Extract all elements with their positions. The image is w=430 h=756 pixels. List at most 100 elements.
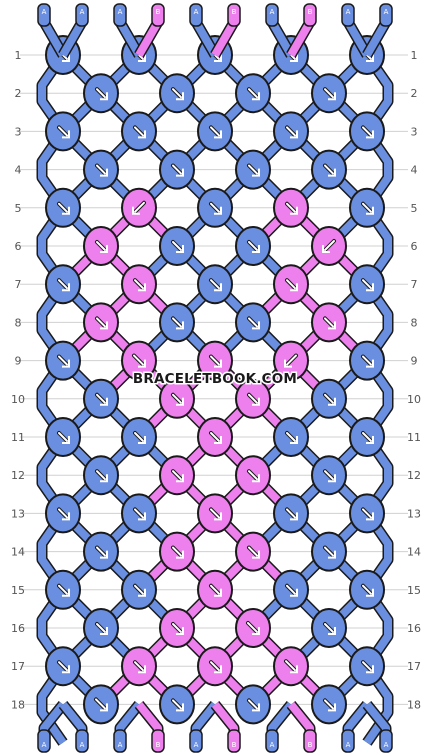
- knot: [159, 608, 195, 648]
- knot-arrow: [362, 355, 372, 366]
- knot: [349, 111, 385, 152]
- knot: [311, 73, 347, 114]
- knot-arrow-head: [366, 588, 374, 597]
- row-number-right: 4: [411, 164, 418, 177]
- knot-arrow-head: [366, 512, 374, 521]
- row-number-left: 11: [11, 431, 25, 444]
- top-string-end: [341, 3, 355, 27]
- knot-arrow: [210, 432, 220, 442]
- row-number-right: 13: [407, 507, 421, 520]
- knot-arrow-head: [62, 283, 70, 292]
- knot: [83, 73, 119, 114]
- knot-arrow-head: [62, 359, 70, 368]
- row-number-left: 15: [11, 584, 25, 597]
- knot-arrow: [286, 584, 296, 595]
- row-number-right: 2: [411, 87, 418, 100]
- top-string-label: A: [118, 8, 123, 16]
- bottom-string-end: [341, 729, 355, 753]
- knot-arrow-head: [328, 627, 336, 635]
- row-number-right: 9: [411, 355, 418, 368]
- knot-arrow: [324, 88, 334, 99]
- knot-arrow-head: [214, 206, 222, 215]
- knot-arrow-head: [290, 588, 298, 597]
- edge-left: [38, 52, 67, 745]
- knot-arrow-head: [252, 245, 260, 253]
- knot-arrow-head: [176, 474, 184, 483]
- knot-arrow-head: [214, 359, 222, 368]
- knot-arrow-head: [252, 321, 260, 330]
- knot-arrow: [362, 661, 372, 672]
- knot-arrow-head: [328, 168, 336, 177]
- knot-arrow-head: [62, 665, 70, 674]
- knot-arrow: [96, 623, 106, 633]
- knot: [45, 569, 81, 610]
- knot: [311, 302, 347, 343]
- knot: [197, 569, 233, 610]
- knot: [45, 493, 81, 534]
- knot: [235, 608, 271, 648]
- knot-arrow-head: [176, 92, 184, 101]
- knot-arrow-head: [322, 245, 330, 253]
- knot: [159, 226, 195, 266]
- knot-arrow: [96, 164, 106, 175]
- knot-arrow: [134, 432, 144, 442]
- row-number-right: 16: [407, 622, 421, 635]
- knot-arrow: [210, 661, 220, 672]
- knot-arrow-head: [284, 359, 292, 368]
- knot-arrow: [96, 393, 106, 404]
- knot-arrow-head: [214, 512, 222, 521]
- knot: [349, 646, 385, 687]
- knot-arrow: [96, 470, 106, 481]
- knot-arrow: [96, 546, 106, 557]
- bottom-string-label: B: [232, 741, 237, 749]
- row-number-right: 11: [407, 431, 421, 444]
- knot-arrow-head: [62, 130, 70, 139]
- knot-arrow: [248, 393, 258, 404]
- knot-arrow: [210, 202, 220, 213]
- knot-arrow-head: [252, 703, 260, 712]
- knot: [197, 111, 233, 152]
- knot: [235, 531, 271, 572]
- knot-arrow-head: [252, 168, 260, 177]
- knot-arrow: [324, 164, 334, 175]
- knot: [159, 531, 195, 572]
- row-number-left: 9: [15, 355, 22, 368]
- row-number-left: 4: [15, 164, 22, 177]
- knot: [311, 378, 347, 419]
- row-number-left: 12: [11, 469, 25, 482]
- top-string-label: A: [42, 8, 47, 16]
- row-number-right: 7: [411, 278, 418, 291]
- knot-arrow: [324, 470, 334, 481]
- knot-arrow: [248, 699, 258, 710]
- knot-arrow-head: [176, 550, 184, 559]
- knot-arrow: [58, 432, 68, 442]
- knot-arrow: [362, 432, 372, 442]
- knot-arrow: [172, 393, 182, 404]
- bottom-string-end: [227, 729, 241, 753]
- bottom-string-end: [189, 729, 203, 753]
- knot-arrow: [248, 241, 258, 251]
- knot: [159, 684, 195, 725]
- knot-arrow-head: [290, 206, 298, 215]
- knot-arrow-head: [366, 130, 374, 139]
- knot-arrow-head: [214, 54, 222, 62]
- knot-arrow: [210, 126, 220, 137]
- knot-arrow: [58, 661, 68, 672]
- knot-arrow: [210, 584, 220, 595]
- row-number-right: 18: [407, 698, 421, 711]
- knot: [83, 378, 119, 419]
- row-number-right: 10: [407, 393, 421, 406]
- knots: [45, 35, 385, 725]
- row-number-left: 14: [11, 546, 25, 559]
- knot-arrow-head: [176, 703, 184, 712]
- knot-arrow-head: [100, 550, 108, 559]
- knot-arrow-head: [138, 436, 146, 444]
- knot: [45, 417, 81, 457]
- knot: [311, 149, 347, 190]
- knot-arrow: [172, 164, 182, 175]
- knot: [83, 455, 119, 496]
- edge-right: [363, 52, 392, 745]
- row-number-left: 10: [11, 393, 25, 406]
- knot: [311, 684, 347, 725]
